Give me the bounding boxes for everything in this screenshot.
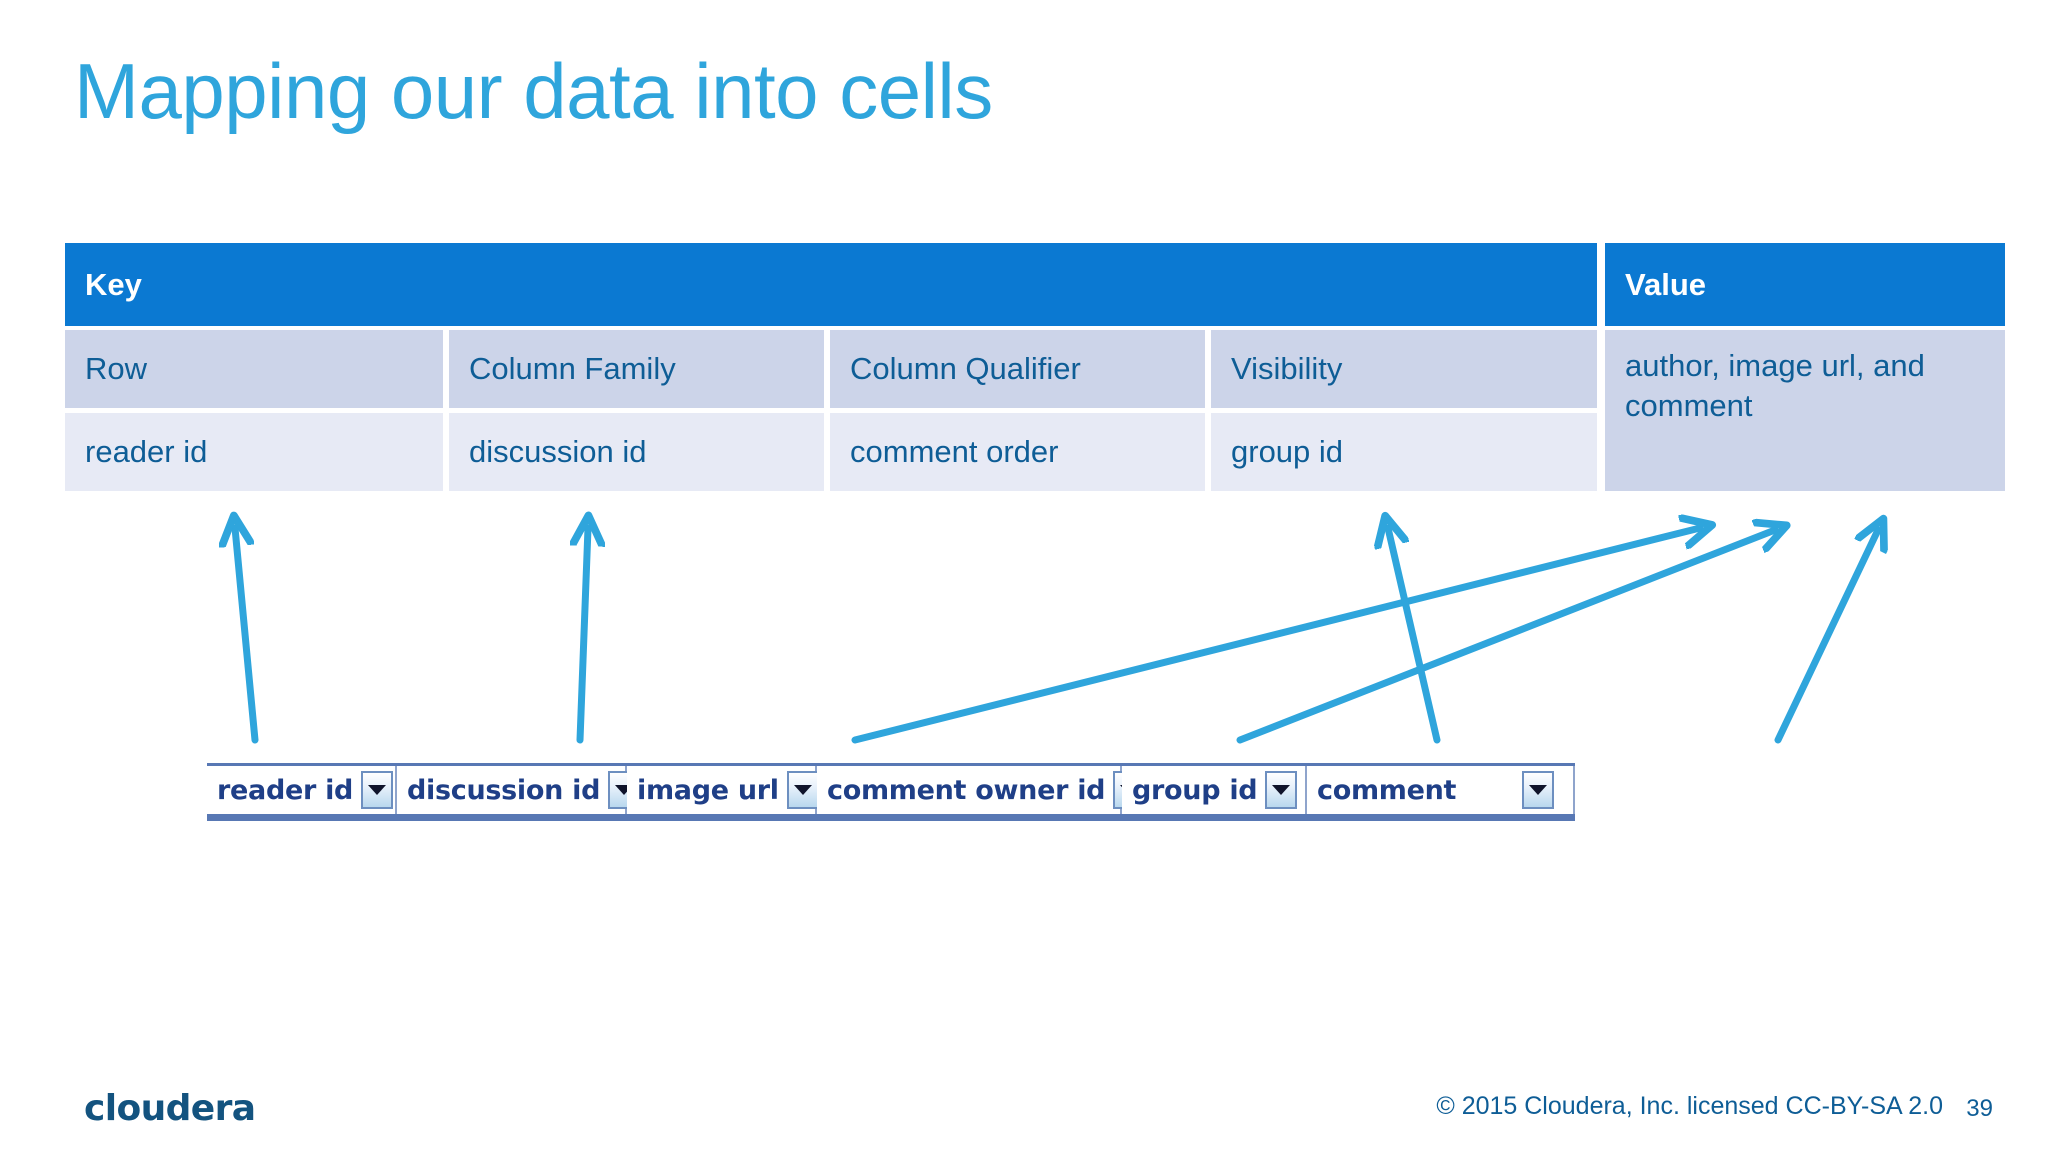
table-header-key: Key [65, 243, 1597, 326]
table-cell-row-label: Row [65, 330, 443, 408]
mapping-table: Key Value Row Column Family Column Quali… [65, 243, 2005, 493]
copyright-text: © 2015 Cloudera, Inc. licensed CC-BY-SA … [1436, 1092, 1943, 1120]
filter-label: group id [1132, 774, 1258, 806]
chevron-down-icon[interactable] [361, 771, 394, 809]
arrow-image-url-to-value [851, 528, 1700, 744]
arrow-comment-to-value [1774, 530, 1878, 744]
table-body: Row Column Family Column Qualifier Visib… [65, 330, 2005, 493]
table-cell-column-qualifier-label: Column Qualifier [830, 330, 1205, 408]
filter-cell-group-id[interactable]: group id [1122, 766, 1307, 814]
arrow-discussion-id-to-column-family [580, 528, 588, 744]
table-cell-column-family-mapped: discussion id [449, 413, 824, 491]
table-cell-row-mapped: reader id [65, 413, 443, 491]
filter-label: comment owner id [827, 774, 1106, 806]
filter-label: reader id [217, 774, 354, 806]
chevron-down-icon[interactable] [1265, 771, 1298, 809]
filter-label: discussion id [407, 774, 601, 806]
arrow-group-id-to-visibility [1388, 528, 1441, 744]
caret-glyph [1529, 785, 1548, 795]
cloudera-logo: cloudera [84, 1088, 256, 1129]
chevron-down-icon[interactable] [786, 771, 819, 809]
page-title: Mapping our data into cells [74, 47, 993, 135]
filter-label: comment [1317, 774, 1457, 806]
table-header-row: Key Value [65, 243, 2005, 326]
table-cell-visibility-mapped: group id [1211, 413, 1597, 491]
arrow-reader-id-to-row [235, 528, 259, 744]
spreadsheet-filter-bar[interactable]: reader id discussion id image url comment o… [207, 763, 1575, 821]
caret-glyph [368, 785, 387, 795]
caret-glyph [793, 785, 812, 795]
caret-glyph [615, 785, 634, 795]
table-cell-value: author, image url, and comment [1605, 330, 2005, 491]
filter-cell-reader-id[interactable]: reader id [207, 766, 397, 814]
arrow-comment-owner-id-to-value [1236, 530, 1775, 744]
table-cell-column-family-label: Column Family [449, 330, 824, 408]
filter-cell-discussion-id[interactable]: discussion id [397, 766, 641, 814]
table-cell-column-qualifier-mapped: comment order [830, 413, 1205, 491]
filter-cell-comment[interactable]: comment [1307, 766, 1575, 814]
filter-cell-comment-owner-id[interactable]: comment owner id [817, 766, 1146, 814]
filter-label: image url [637, 774, 779, 806]
table-header-value: Value [1605, 243, 2005, 326]
filter-cell-image-url[interactable]: image url [627, 766, 819, 814]
caret-glyph [1272, 785, 1291, 795]
chevron-down-icon[interactable] [1522, 771, 1555, 809]
page-number: 39 [1966, 1095, 1993, 1122]
table-cell-visibility-label: Visibility [1211, 330, 1597, 408]
